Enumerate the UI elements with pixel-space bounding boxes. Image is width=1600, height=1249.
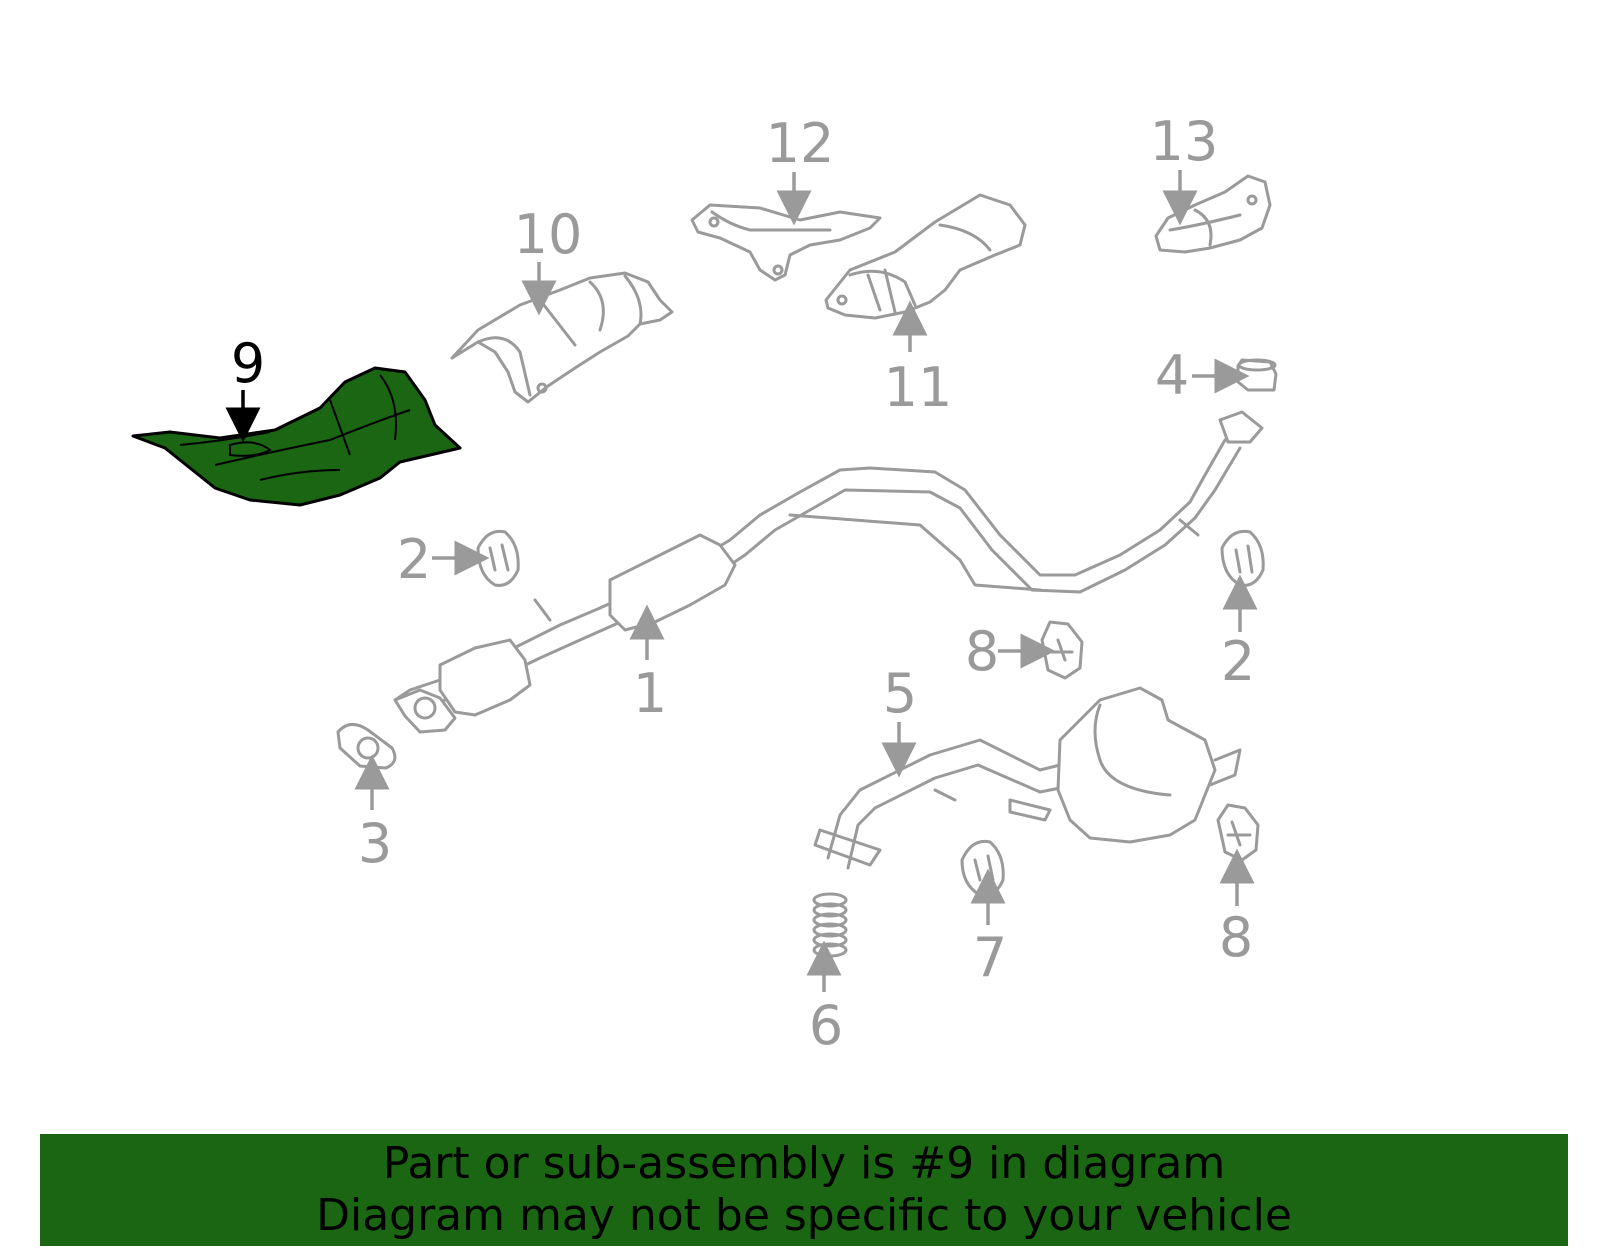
callout-5: 5: [883, 662, 917, 725]
callout-labels: 9 10 12 11 13 4 2 2 1 8 3 5 6 7 8: [231, 110, 1255, 1057]
part-10-heat-shield[interactable]: [450, 271, 674, 404]
callout-2-right: 2: [1221, 630, 1255, 693]
callout-10: 10: [514, 203, 583, 266]
callout-12: 12: [766, 112, 835, 175]
info-banner: Part or sub-assembly is #9 in diagram Di…: [40, 1134, 1568, 1246]
part-6-spring[interactable]: [812, 892, 848, 958]
part-8-hanger-upper[interactable]: [1040, 620, 1084, 680]
exhaust-parts-diagram: 9 10 12 11 13 4 2 2 1 8 3 5 6 7 8: [131, 110, 1278, 1057]
callout-2-left: 2: [397, 528, 431, 591]
part-8-hanger-lower[interactable]: [1216, 803, 1260, 862]
part-3-gasket[interactable]: [336, 723, 397, 770]
part-1-exhaust-pipe[interactable]: [393, 410, 1264, 734]
part-2-hanger-left[interactable]: [476, 529, 520, 587]
callout-8-lower: 8: [1219, 906, 1253, 969]
banner-line-1: Part or sub-assembly is #9 in diagram: [382, 1138, 1226, 1189]
callout-3: 3: [358, 812, 392, 875]
callout-4: 4: [1155, 344, 1189, 407]
callout-9: 9: [231, 332, 265, 395]
part-4-bushing[interactable]: [1236, 358, 1278, 392]
banner-line-2: Diagram may not be specific to your vehi…: [316, 1190, 1292, 1241]
part-5-muffler[interactable]: [813, 686, 1242, 870]
part-7-hanger[interactable]: [960, 839, 1005, 897]
callout-6: 6: [809, 994, 843, 1057]
part-9-heat-shield[interactable]: [131, 366, 462, 507]
part-13-heat-shield[interactable]: [1154, 174, 1272, 254]
part-11-heat-shield[interactable]: [824, 193, 1027, 320]
callout-11: 11: [884, 356, 953, 419]
callout-13: 13: [1150, 110, 1219, 173]
part-2-hanger-right[interactable]: [1220, 529, 1265, 587]
callout-1: 1: [633, 662, 667, 725]
callout-8-upper: 8: [965, 620, 999, 683]
callout-arrows: [225, 170, 1258, 992]
callout-7: 7: [973, 926, 1007, 989]
